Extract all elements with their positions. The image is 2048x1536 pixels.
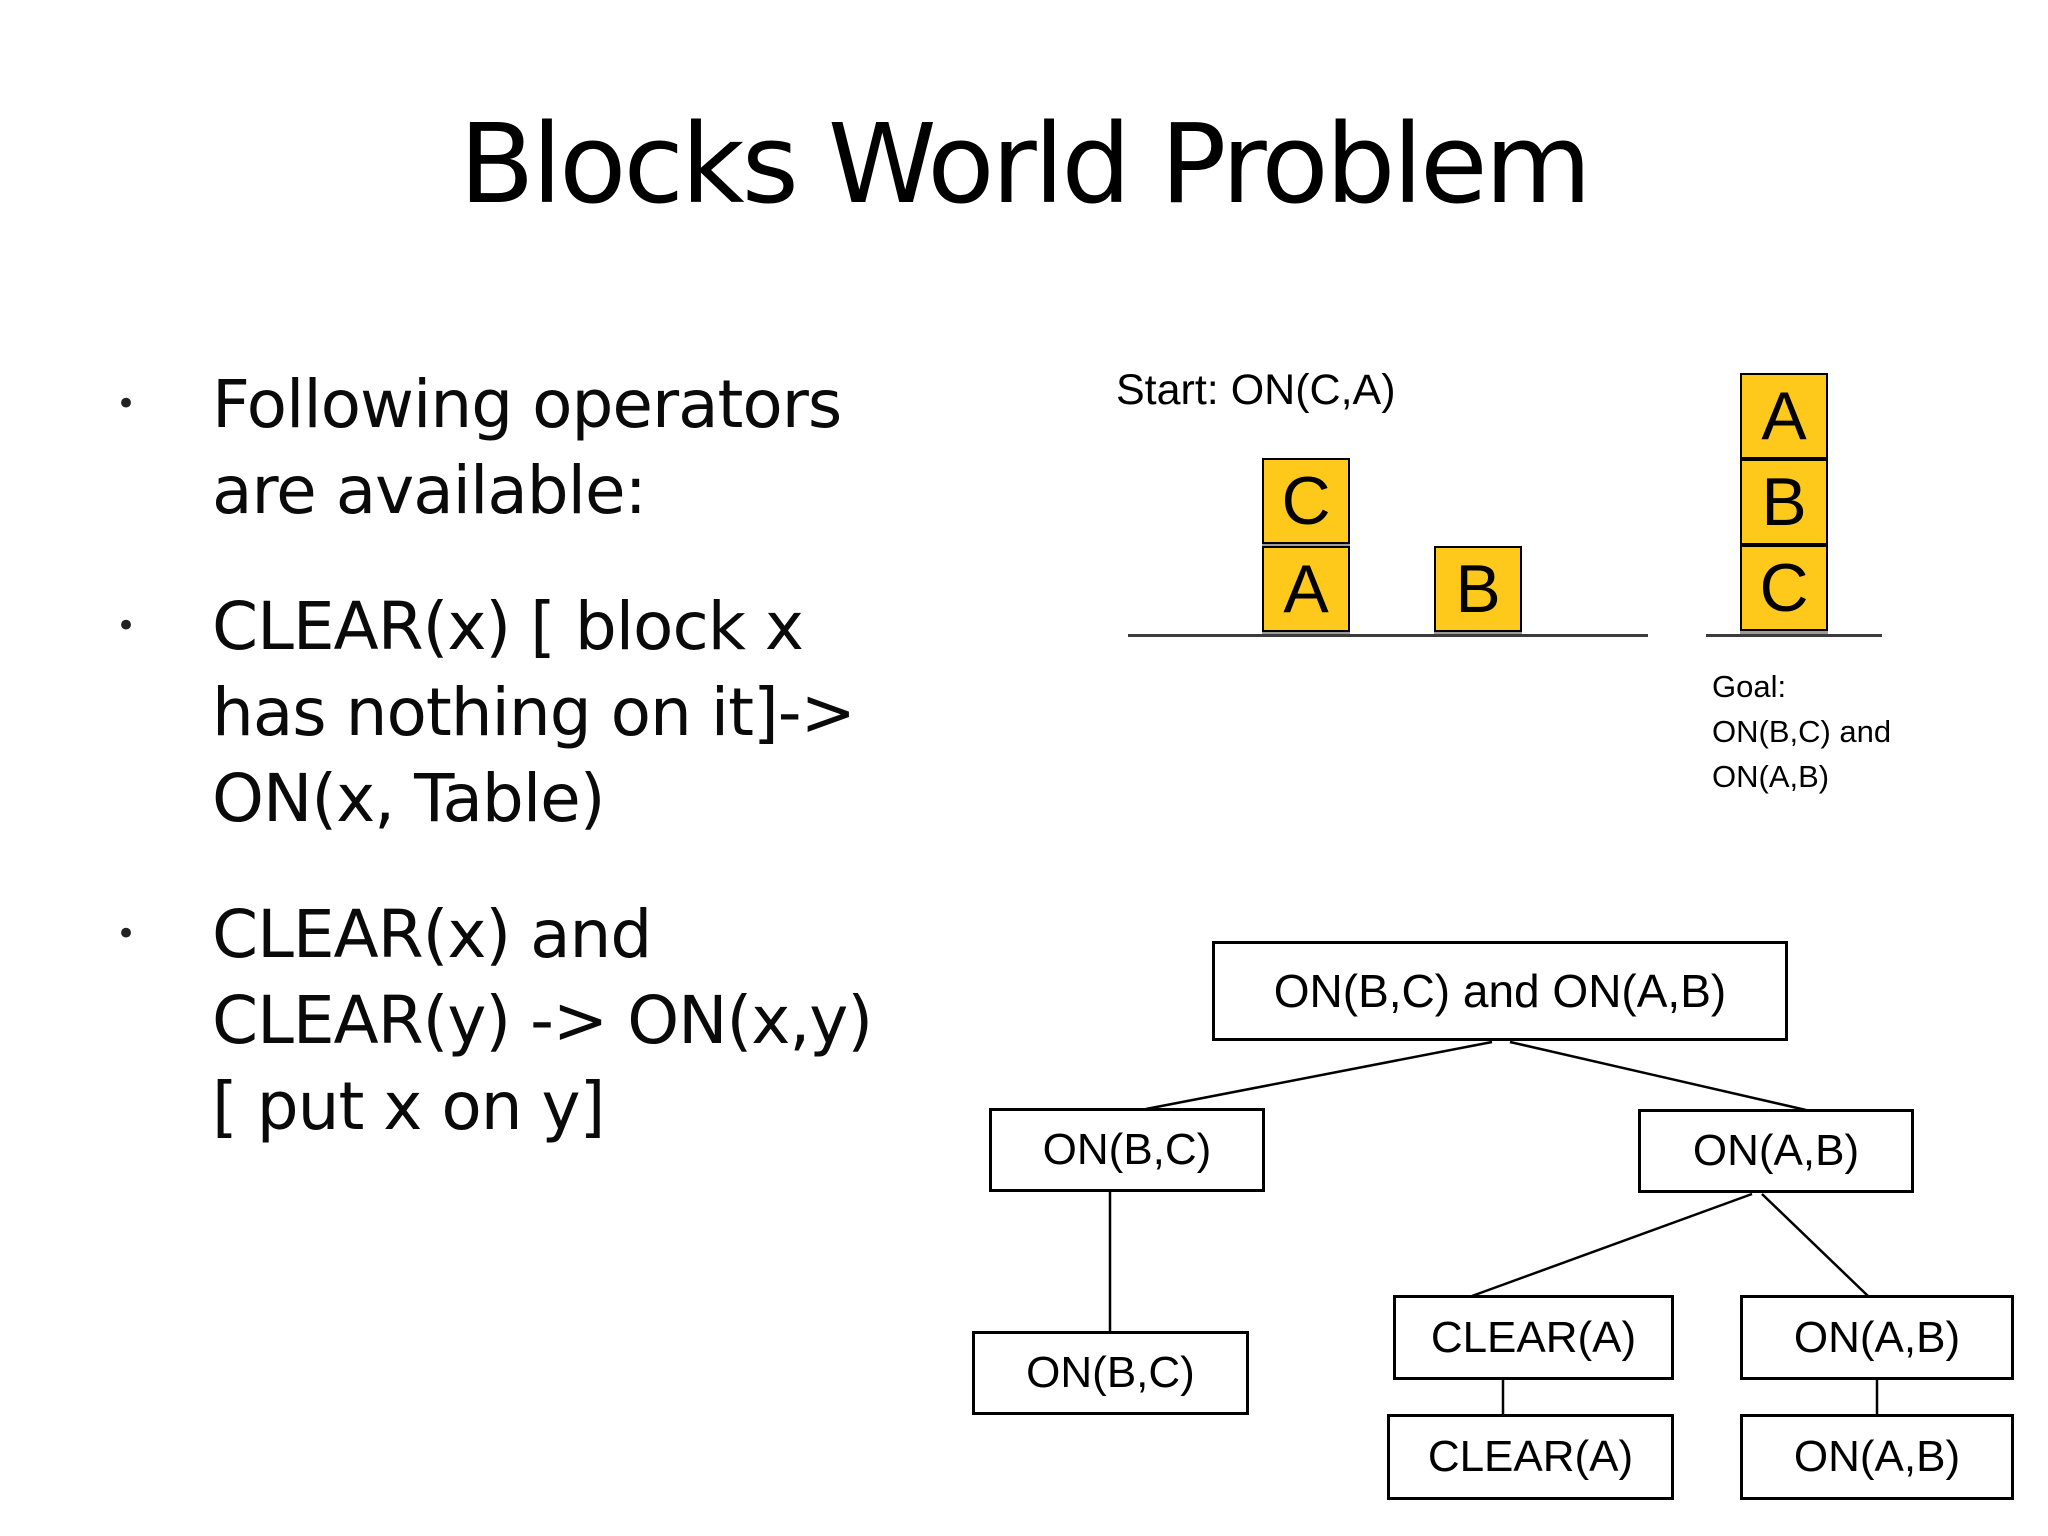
bullet-item-operators: • Following operators are available: [112,362,1042,534]
tree-leaf-clear-a: CLEAR(A) [1387,1414,1674,1500]
tree-node-clear-a: CLEAR(A) [1393,1295,1674,1380]
bullet-icon: • [116,384,137,424]
bullet-text: CLEAR(x) [ block x has nothing on it]-> … [212,588,856,837]
goal-block-a: A [1740,373,1828,459]
tree-node-on-bc: ON(B,C) [989,1108,1265,1192]
tree-node-on-ab: ON(A,B) [1638,1109,1914,1193]
start-table-line [1128,634,1648,637]
edge-root-to-right [1509,1040,1807,1112]
slide-title: Blocks World Problem [459,100,1592,228]
bullet-icon: • [116,606,137,646]
bullet-item-clear-xy: • CLEAR(x) and CLEAR(y) -> ON(x,y) [ put… [112,892,1042,1150]
bullet-text: Following operators are available: [212,366,842,529]
edge-root-to-left [1145,1040,1493,1111]
goal-table-line [1706,634,1882,637]
start-state-label: Start: ON(C,A) [1116,366,1396,414]
edge-right-to-clear [1471,1192,1753,1298]
tree-leaf-on-bc: ON(B,C) [972,1331,1249,1415]
tree-node-on-ab-sub: ON(A,B) [1740,1295,2014,1380]
goal-block-b: B [1740,459,1828,545]
goal-caption: Goal: ON(B,C) and ON(A,B) [1712,669,1892,794]
tree-node-root: ON(B,C) and ON(A,B) [1212,941,1788,1041]
bullet-item-clear-x: • CLEAR(x) [ block x has nothing on it]-… [112,584,1042,842]
start-block-a: A [1262,546,1350,632]
edge-right-to-onab [1761,1193,1869,1297]
start-block-c: C [1262,458,1350,544]
bullet-list: • Following operators are available: • C… [112,362,1042,1200]
tree-leaf-on-ab: ON(A,B) [1740,1414,2014,1500]
goal-block-c: C [1740,545,1828,631]
start-block-b: B [1434,546,1522,632]
bullet-text: CLEAR(x) and CLEAR(y) -> ON(x,y) [ put x… [212,896,873,1145]
bullet-icon: • [116,914,137,954]
